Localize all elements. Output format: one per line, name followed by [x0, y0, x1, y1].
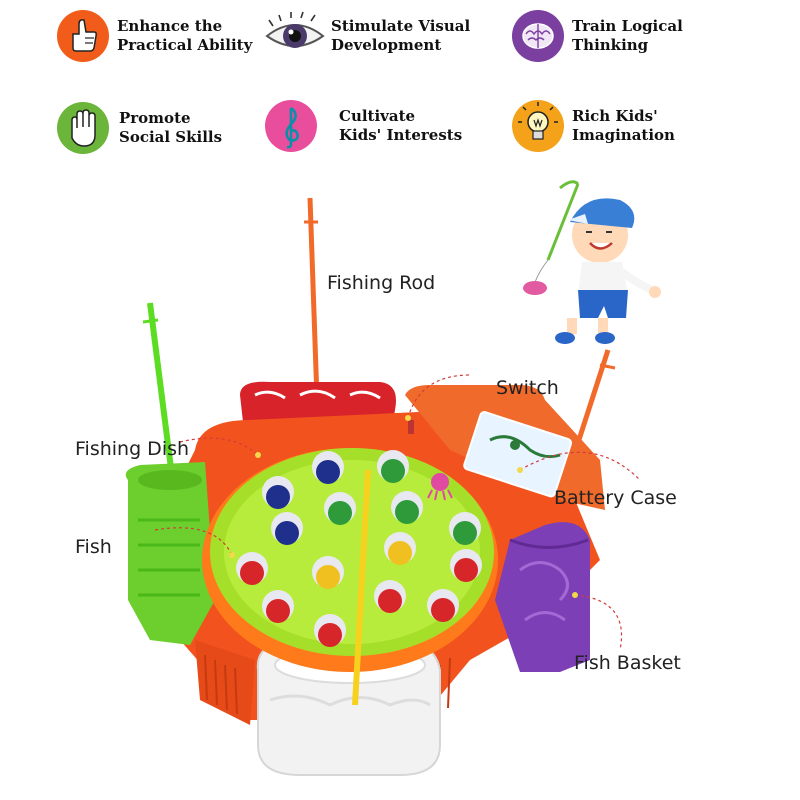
feature-practical-ability: Enhance the Practical Ability: [57, 10, 252, 62]
fish: [262, 590, 294, 623]
feature-text: Train Logical Thinking: [572, 17, 683, 54]
label-fishing-dish: Fishing Dish: [75, 438, 190, 460]
fish: [314, 614, 346, 647]
kid-fishing-mascot: [523, 180, 661, 344]
feature-kids-interests: Cultivate Kids' Interests: [265, 100, 462, 152]
label-switch: Switch: [496, 377, 559, 399]
fish: [427, 589, 459, 622]
feature-text: Enhance the Practical Ability: [117, 17, 253, 54]
feature-text: Stimulate Visual Development: [331, 17, 471, 54]
fish: [377, 450, 409, 483]
fish: [449, 512, 481, 545]
label-battery-case: Battery Case: [554, 487, 677, 509]
music-note-icon: [265, 100, 317, 152]
feature-text: Rich Kids' Imagination: [572, 107, 675, 144]
thumbs-up-hand-icon: [57, 10, 109, 62]
eye-icon: [265, 10, 325, 62]
fish: [450, 549, 482, 582]
fish: [324, 492, 356, 525]
label-fish-basket: Fish Basket: [574, 652, 681, 674]
feature-logical-thinking: Train Logical Thinking: [512, 10, 683, 62]
fish: [236, 552, 268, 585]
open-hand-icon: [57, 102, 109, 154]
callout-lines: [154, 374, 641, 651]
switch-slot: [408, 420, 414, 434]
green-fish-basket: [125, 462, 215, 645]
fish: [312, 556, 344, 589]
feature-kids-imagination: Rich Kids' Imagination: [512, 100, 675, 152]
fish: [374, 580, 406, 613]
fish: [262, 476, 294, 509]
fish-pods: [236, 450, 482, 647]
label-fish: Fish: [75, 536, 112, 558]
label-fishing-rod: Fishing Rod: [327, 272, 436, 294]
feature-text: Cultivate Kids' Interests: [339, 107, 463, 144]
fish: [271, 512, 303, 545]
fish: [312, 451, 344, 484]
purple-fish-basket: [495, 522, 590, 672]
fishing-rod-yellow: [352, 469, 371, 706]
feature-social-skills: Promote Social Skills: [57, 102, 222, 154]
feature-text: Promote Social Skills: [119, 109, 223, 146]
light-bulb-icon: [512, 100, 564, 152]
feature-visual-development: Stimulate Visual Development: [265, 10, 470, 62]
fish: [391, 491, 423, 524]
callout-dots: [229, 415, 578, 598]
brain-icon: [512, 10, 564, 62]
battery-case-housing: [405, 385, 605, 510]
octopus-sticker: [427, 473, 453, 501]
fish: [384, 532, 416, 565]
